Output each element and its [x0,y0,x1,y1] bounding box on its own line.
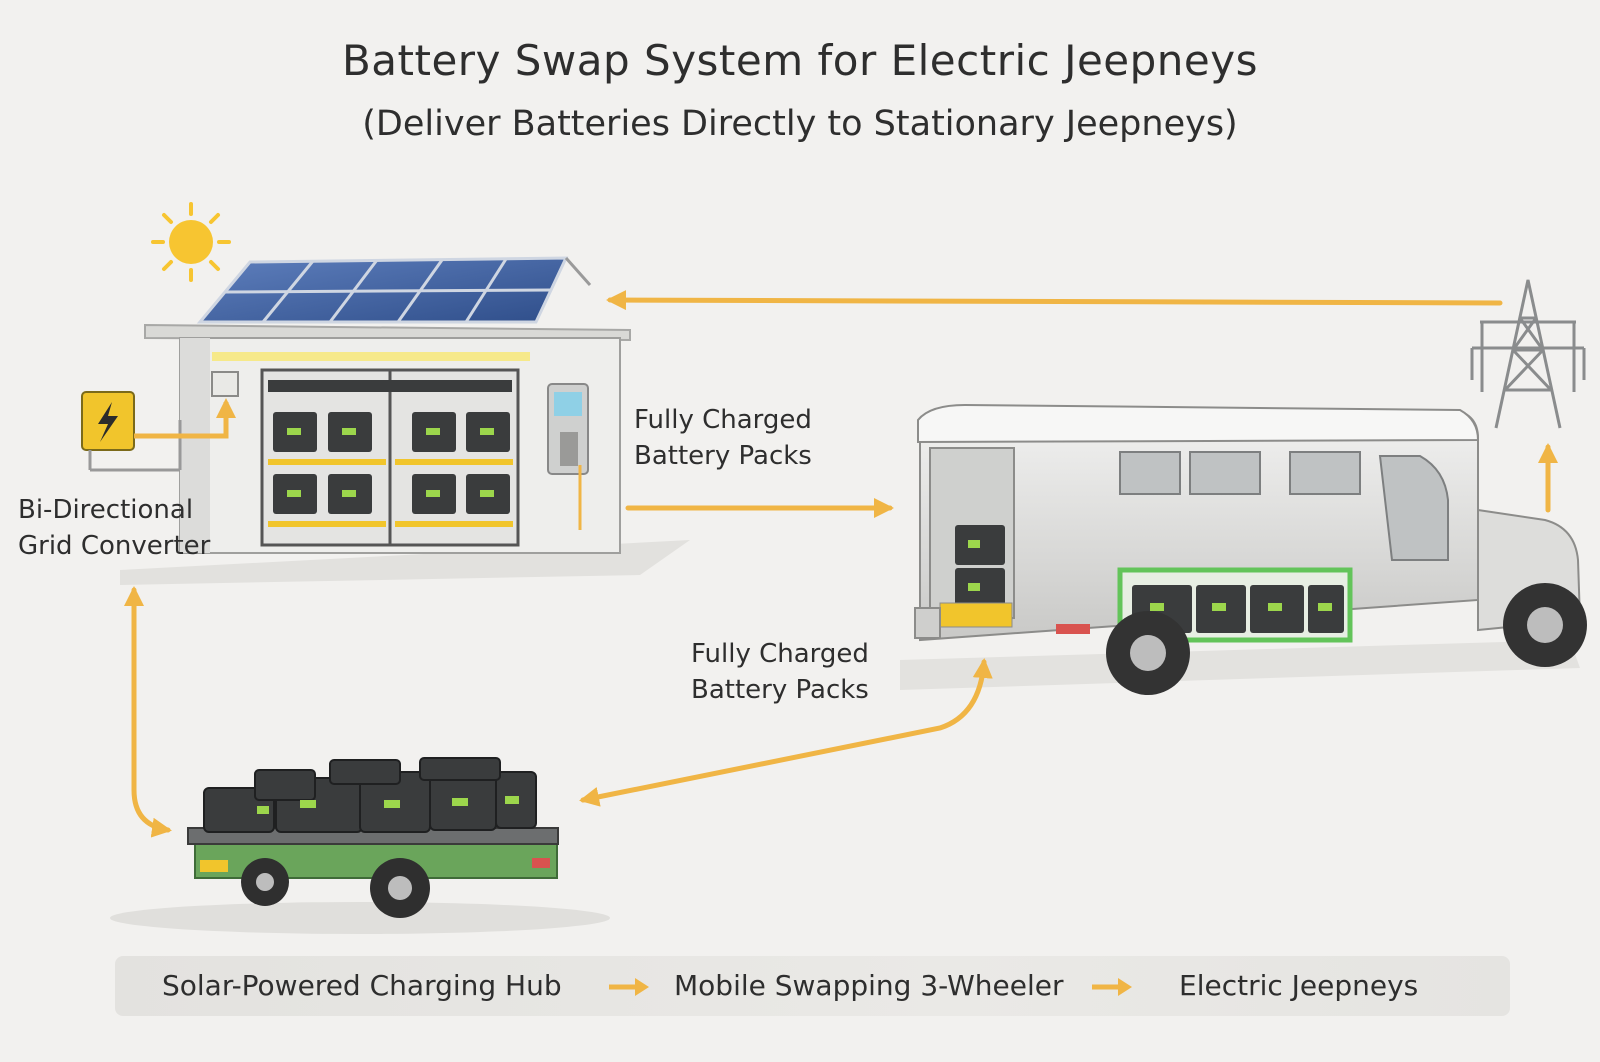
electric-jeepney-illustration [900,403,1587,695]
charged-packs-label-upper: Fully Charged Battery Packs [634,405,812,471]
transmission-tower-icon [1470,279,1586,429]
solar-panel-icon [196,256,592,324]
flow-step-charging-hub: Solar-Powered Charging Hub [162,969,562,1002]
converter-label: Bi-Directional Grid Converter [18,495,211,561]
cart-to-jeepney-arrow [579,658,993,807]
solar-charging-hub-illustration [120,256,690,585]
flow-summary-bar [115,956,1510,1016]
sun-icon [151,202,231,282]
lightning-icon [98,402,118,442]
charged-packs-label-lower: Fully Charged Battery Packs [691,639,869,705]
diagram-subtitle: (Deliver Batteries Directly to Stationar… [362,104,1238,144]
grid-converter-illustration [81,391,236,472]
diagram-title: Battery Swap System for Electric Jeepney… [341,36,1259,85]
flow-arrow-icon [1092,978,1132,996]
flow-step-swapping-3-wheeler: Mobile Swapping 3-Wheeler [674,969,1064,1002]
mobile-swapping-cart-illustration [110,757,610,934]
grid-to-hub-arrow [606,290,1503,311]
flow-arrows [124,290,1558,838]
converter-to-cart-arrow [124,586,172,838]
flow-arrow-icon [609,978,649,996]
flow-step-electric-jeepneys: Electric Jeepneys [1179,969,1419,1002]
